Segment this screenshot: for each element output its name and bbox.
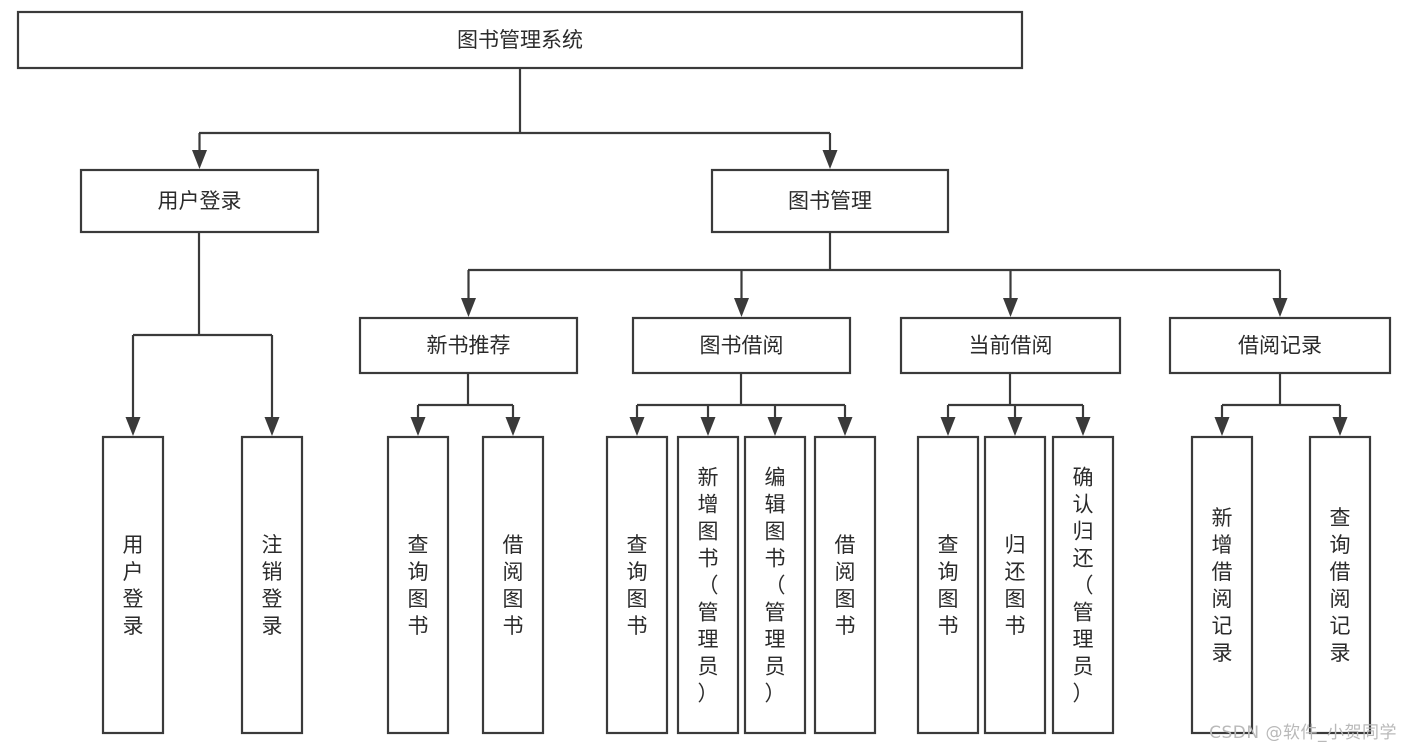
arrow-head-icon <box>940 417 956 436</box>
arrow-head-icon <box>629 417 645 436</box>
node-login-2[interactable]: 注销登录 <box>240 435 304 735</box>
connectors-layer <box>125 68 1348 436</box>
node-label-newbook-2: 借阅图书 <box>503 533 524 638</box>
arrow-head-icon <box>192 150 207 169</box>
arrow-head-icon <box>1332 417 1348 436</box>
node-box-records-2 <box>1308 435 1372 735</box>
node-label-records: 借阅记录 <box>1238 334 1322 358</box>
node-current-2[interactable]: 归还图书 <box>983 435 1047 735</box>
nodes-layer: 图书管理系统用户登录图书管理新书推荐图书借阅当前借阅借阅记录用户登录注销登录查询… <box>16 10 1392 735</box>
node-box-records-1 <box>1190 435 1254 735</box>
node-label-newbook: 新书推荐 <box>427 334 511 358</box>
arrow-head-icon <box>1214 417 1230 436</box>
node-box-borrow-1 <box>605 435 669 735</box>
node-records[interactable]: 借阅记录 <box>1168 316 1392 375</box>
node-newbook-1[interactable]: 查询图书 <box>386 435 450 735</box>
node-box-current <box>899 316 1122 375</box>
node-borrow-1[interactable]: 查询图书 <box>605 435 669 735</box>
node-login[interactable]: 用户登录 <box>79 168 320 234</box>
node-bookmgmt[interactable]: 图书管理 <box>710 168 950 234</box>
node-label-current-3: 确认归还（管理员） <box>1073 466 1094 706</box>
node-box-newbook <box>358 316 579 375</box>
node-login-1[interactable]: 用户登录 <box>101 435 165 735</box>
arrow-head-icon <box>1003 298 1018 317</box>
arrow-head-icon <box>767 417 783 436</box>
node-label-borrow-1: 查询图书 <box>627 533 648 638</box>
node-label-current-2: 归还图书 <box>1005 533 1026 638</box>
node-borrow-4[interactable]: 借阅图书 <box>813 435 877 735</box>
node-newbook[interactable]: 新书推荐 <box>358 316 579 375</box>
node-box-records <box>1168 316 1392 375</box>
node-records-1[interactable]: 新增借阅记录 <box>1190 435 1254 735</box>
arrow-head-icon <box>700 417 716 436</box>
arrow-head-icon <box>822 150 838 169</box>
node-borrow-2[interactable]: 新增图书（管理员） <box>676 435 740 735</box>
node-label-current: 当前借阅 <box>969 334 1053 358</box>
node-box-root <box>16 10 1024 70</box>
node-current-1[interactable]: 查询图书 <box>916 435 980 735</box>
node-box-borrow-2 <box>676 435 740 735</box>
node-label-root: 图书管理系统 <box>457 28 583 52</box>
node-borrow[interactable]: 图书借阅 <box>631 316 852 375</box>
arrow-head-icon <box>125 417 141 436</box>
node-box-borrow-4 <box>813 435 877 735</box>
node-newbook-2[interactable]: 借阅图书 <box>481 435 545 735</box>
node-label-records-2: 查询借阅记录 <box>1330 506 1351 665</box>
node-label-bookmgmt: 图书管理 <box>788 189 872 213</box>
arrow-head-icon <box>461 298 476 317</box>
node-current-3[interactable]: 确认归还（管理员） <box>1051 435 1115 735</box>
node-records-2[interactable]: 查询借阅记录 <box>1308 435 1372 735</box>
node-label-borrow-3: 编辑图书（管理员） <box>765 466 786 706</box>
node-box-current-3 <box>1051 435 1115 735</box>
arrow-head-icon <box>837 417 853 436</box>
node-box-bookmgmt <box>710 168 950 234</box>
node-borrow-3[interactable]: 编辑图书（管理员） <box>743 435 807 735</box>
node-box-newbook-1 <box>386 435 450 735</box>
node-label-login-1: 用户登录 <box>123 533 144 638</box>
arrow-head-icon <box>1007 417 1023 436</box>
node-label-records-1: 新增借阅记录 <box>1212 506 1233 665</box>
node-label-login: 用户登录 <box>158 189 242 213</box>
node-box-login <box>79 168 320 234</box>
node-current[interactable]: 当前借阅 <box>899 316 1122 375</box>
node-box-login-2 <box>240 435 304 735</box>
node-root[interactable]: 图书管理系统 <box>16 10 1024 70</box>
arrow-head-icon <box>1075 417 1091 436</box>
node-box-borrow-3 <box>743 435 807 735</box>
node-box-login-1 <box>101 435 165 735</box>
node-label-newbook-1: 查询图书 <box>408 533 429 638</box>
node-label-login-2: 注销登录 <box>262 533 283 638</box>
arrow-head-icon <box>505 417 521 436</box>
node-box-current-2 <box>983 435 1047 735</box>
node-label-borrow: 图书借阅 <box>700 334 784 358</box>
node-label-current-1: 查询图书 <box>938 533 959 638</box>
node-label-borrow-2: 新增图书（管理员） <box>698 466 719 706</box>
node-box-current-1 <box>916 435 980 735</box>
arrow-head-icon <box>264 417 280 436</box>
node-box-newbook-2 <box>481 435 545 735</box>
node-label-borrow-4: 借阅图书 <box>835 533 856 638</box>
arrow-head-icon <box>1272 298 1288 317</box>
node-box-borrow <box>631 316 852 375</box>
arrow-head-icon <box>410 417 426 436</box>
arrow-head-icon <box>734 298 749 317</box>
